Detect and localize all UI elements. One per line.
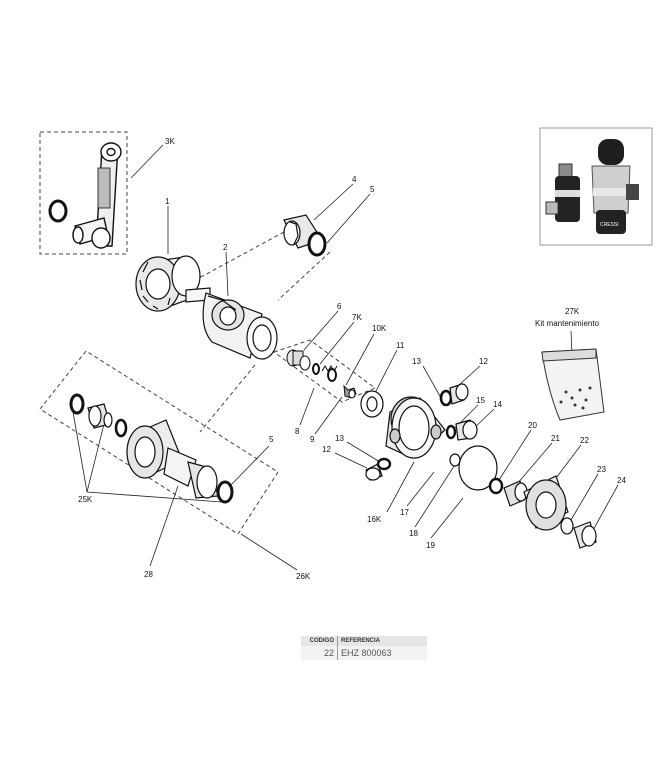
header-codigo: CODIGO xyxy=(301,636,338,646)
guide-2-7k xyxy=(199,364,256,433)
washer-17 xyxy=(449,453,461,467)
maintenance-kit-bag xyxy=(541,348,605,421)
callout-17: 17 xyxy=(400,508,409,517)
frame-3k xyxy=(39,131,128,255)
callout-5b: 5 xyxy=(269,435,274,444)
callout-5a: 5 xyxy=(370,185,375,194)
callout-28: 28 xyxy=(144,570,153,579)
callout-11: 11 xyxy=(396,341,405,350)
callout-4: 4 xyxy=(352,175,357,184)
callout-12b: 12 xyxy=(322,445,331,454)
main-body xyxy=(202,292,278,360)
product-photo: CRESSI xyxy=(539,127,653,246)
oring-5b xyxy=(216,480,234,504)
oring-20 xyxy=(488,477,504,495)
first-stage-nut xyxy=(135,255,211,312)
callout-7k: 7K xyxy=(352,313,362,322)
reference-table: CODIGO REFERENCIA 22 EHZ 800063 xyxy=(301,636,427,660)
frame-7k xyxy=(272,339,377,403)
callout-9: 9 xyxy=(310,435,315,444)
callout-14: 14 xyxy=(493,400,502,409)
code-value: 22 xyxy=(301,645,338,660)
kit-label: Kit mantenimiento xyxy=(535,319,600,328)
callout-13a: 13 xyxy=(412,357,421,366)
callout-20: 20 xyxy=(528,421,537,430)
callout-3k: 3K xyxy=(165,137,175,146)
callout-8: 8 xyxy=(295,427,300,436)
callout-2: 2 xyxy=(223,243,228,252)
callout-15: 15 xyxy=(476,396,485,405)
diaphragm-parts xyxy=(449,445,498,491)
ring-23 xyxy=(560,517,574,535)
callout-labels: 3K 1 2 4 5 6 7K 10K 11 8 9 13 12 15 14 1… xyxy=(78,137,626,581)
guide-4-right xyxy=(277,251,331,301)
din-oring-5 xyxy=(307,231,327,257)
callout-10k: 10K xyxy=(372,324,387,333)
callout-13b: 13 xyxy=(335,434,344,443)
callout-16k: 16K xyxy=(367,515,382,524)
frame-26k xyxy=(39,350,279,535)
oring-25k-a xyxy=(69,393,85,415)
guide-4-left xyxy=(187,231,285,285)
photo-brand-label: CRESSI xyxy=(600,222,619,228)
callout-26k: 26K xyxy=(296,572,311,581)
callout-18: 18 xyxy=(409,529,418,538)
din-adaptor-4 xyxy=(283,214,327,257)
yoke-oring xyxy=(48,199,68,223)
callout-27k: 27K xyxy=(565,307,580,316)
header-referencia: REFERENCIA xyxy=(337,636,427,646)
yoke-clamp-3k xyxy=(48,142,122,249)
callout-1: 1 xyxy=(165,197,170,206)
oring-25k-b xyxy=(114,418,128,438)
din-assembly-26k xyxy=(69,393,234,504)
callout-24: 24 xyxy=(617,476,626,485)
callout-6: 6 xyxy=(337,302,342,311)
callout-23: 23 xyxy=(597,465,606,474)
callout-22: 22 xyxy=(580,436,589,445)
valve-stack xyxy=(286,349,357,399)
diaphragm-19 xyxy=(458,445,498,491)
callout-19: 19 xyxy=(426,541,435,550)
callout-12a: 12 xyxy=(479,357,488,366)
cap-24 xyxy=(581,525,597,547)
port-plugs xyxy=(365,383,478,481)
callout-21: 21 xyxy=(551,434,560,443)
reference-value: EHZ 800063 xyxy=(337,645,427,660)
environmental-cap xyxy=(488,475,597,549)
first-stage-housing xyxy=(360,390,446,459)
callout-25k: 25K xyxy=(78,495,93,504)
